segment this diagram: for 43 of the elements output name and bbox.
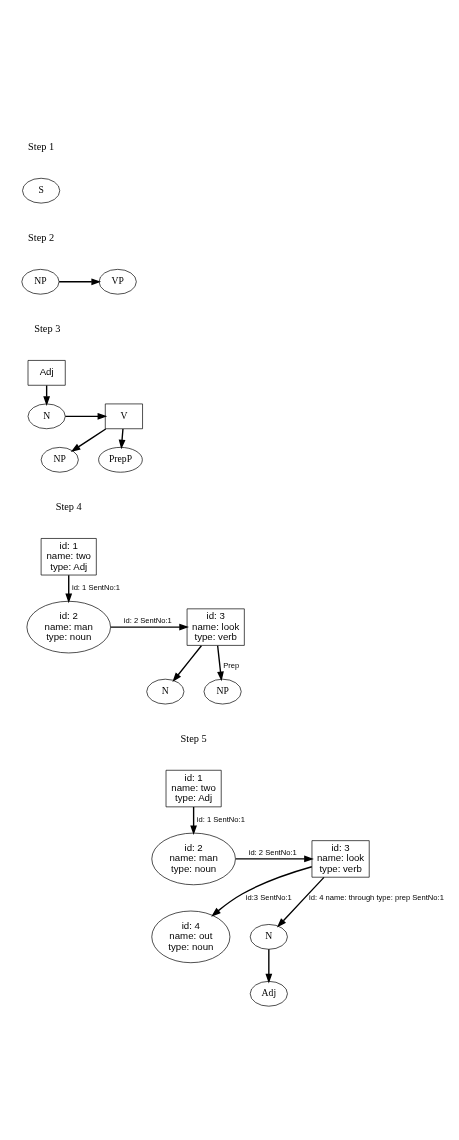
node-ellipse: id: 2 name: man type: noun <box>26 600 111 653</box>
node-box: id: 1 name: two type: Adj <box>40 537 97 575</box>
arrow <box>64 412 108 420</box>
arrow <box>70 427 107 452</box>
edge-label: id: 1 SentNo:1 <box>196 814 245 824</box>
node-box: id: 3 name: look type: verb <box>311 839 370 878</box>
node-ellipse: id: 2 name: man type: noun <box>151 832 236 885</box>
edge-label: id: 4 name: through type: prep SentNo:1 <box>309 892 444 902</box>
node-ellipse: VP <box>98 268 137 295</box>
node-box: Adj <box>27 359 66 386</box>
node-ellipse: NP <box>40 446 79 473</box>
arrow <box>216 644 224 681</box>
node-ellipse: N <box>27 403 66 429</box>
node-ellipse: PrepP <box>98 446 143 473</box>
node-ellipse: id: 4 name: out type: noun <box>151 910 231 963</box>
edge-label: id:3 SentNo:1 <box>245 892 292 902</box>
node-ellipse: NP <box>203 678 242 704</box>
node-box: id: 3 name: look type: verb <box>186 608 245 646</box>
node-ellipse: NP <box>21 268 60 295</box>
node-ellipse: N <box>146 678 185 704</box>
arrow <box>172 644 203 682</box>
arrow <box>65 574 73 603</box>
edge-label: id: 2 SentNo:1 <box>123 615 172 625</box>
arrow <box>110 623 189 630</box>
edge-label: id: 2 SentNo:1 <box>248 847 297 857</box>
label: Step 4 <box>55 500 82 512</box>
edge-label: id: 1 SentNo:1 <box>71 582 120 592</box>
arrow <box>211 865 313 917</box>
arrow <box>235 855 314 862</box>
label: Step 5 <box>180 732 207 744</box>
edge-label: Prep <box>223 660 240 670</box>
arrow <box>276 876 325 928</box>
node-box: id: 1 name: two type: Adj <box>165 769 222 807</box>
arrow <box>265 948 273 983</box>
node-ellipse: Adj <box>249 980 288 1007</box>
node-ellipse: N <box>249 923 288 950</box>
node-ellipse: S <box>22 177 61 203</box>
node-box: V <box>104 403 143 429</box>
arrow <box>190 805 197 835</box>
label: Step 2 <box>28 231 55 243</box>
label: Step 1 <box>28 140 55 152</box>
arrow <box>58 277 102 285</box>
label: Step 3 <box>34 322 61 334</box>
